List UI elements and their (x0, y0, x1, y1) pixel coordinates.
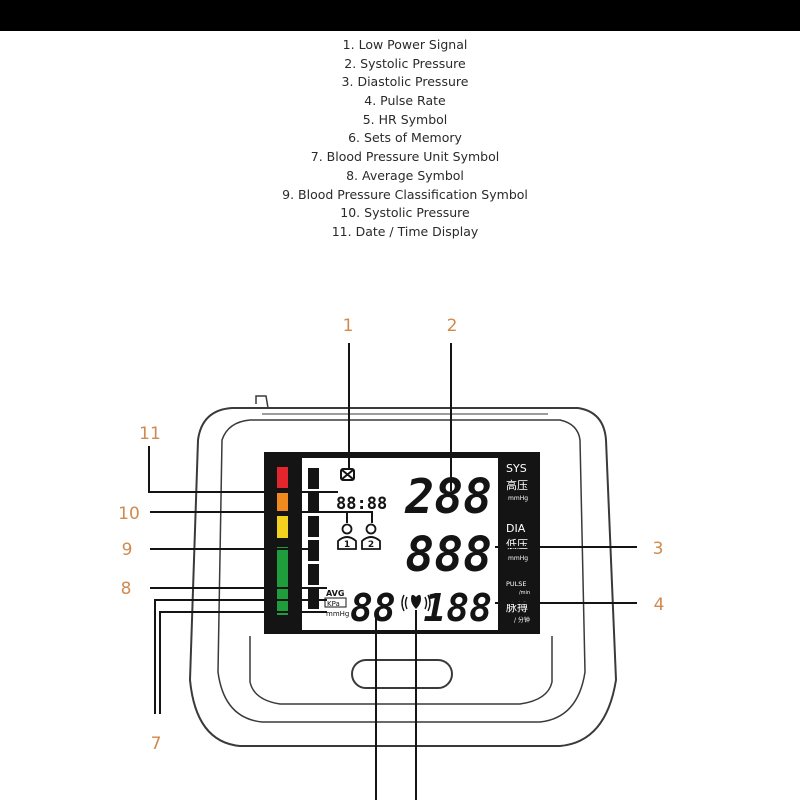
legend-item-11: 11. Date / Time Display (331, 223, 479, 239)
legend-list: 1. Low Power Signal 2. Systolic Pressure… (0, 36, 800, 242)
classification-segments (308, 468, 319, 609)
pulse-readout: 188 (423, 586, 492, 630)
user-memory-icon-2 (361, 523, 381, 550)
kpa-box (324, 597, 347, 608)
leader-lines (148, 343, 637, 800)
mmhg-symbol: mmHg (326, 610, 349, 618)
callout-8: 8 (121, 579, 132, 599)
sys-label-cn: 高压 (506, 478, 528, 492)
user-memory-icon-1 (337, 523, 357, 550)
callout-7: 7 (151, 734, 162, 754)
device-body (188, 395, 618, 747)
dia-label-cn: 低压 (506, 538, 528, 551)
sys-label: SYS (506, 462, 527, 475)
legend-item-5: 5. HR Symbol (362, 111, 448, 127)
kpa-symbol: KPa (327, 600, 340, 608)
legend-item-9: 9. Blood Pressure Classification Symbol (282, 186, 528, 202)
user-1-number: 1 (344, 540, 350, 550)
leader-line-7a (154, 599, 327, 714)
dia-label: DIA (506, 522, 526, 535)
low-battery-icon (340, 468, 355, 481)
callout-11: 11 (139, 424, 161, 444)
callout-10: 10 (118, 504, 140, 524)
callout-4: 4 (654, 595, 665, 615)
legend-item-4: 4. Pulse Rate (364, 93, 446, 109)
user-2-number: 2 (368, 540, 374, 550)
sys-unit: mmHg (508, 495, 528, 502)
classification-bar (277, 467, 288, 615)
memory-readout: 88 (350, 586, 396, 630)
legend-item-1: 1. Low Power Signal (342, 37, 468, 52)
pulse-label: PULSE (506, 580, 527, 588)
device-button (351, 659, 453, 689)
pulse-unit-cn: / 分钟 (514, 616, 530, 624)
callout-9: 9 (122, 540, 133, 560)
dia-unit: mmHg (508, 555, 528, 562)
leader-line-11 (148, 446, 338, 493)
leader-line-10 (150, 511, 373, 523)
top-black-bar (0, 0, 800, 31)
callout-3: 3 (653, 539, 664, 559)
heart-icon (401, 594, 431, 612)
pulse-sub: /min (519, 590, 530, 596)
diastolic-readout: 888 (405, 527, 492, 583)
legend-item-2: 2. Systolic Pressure (344, 55, 466, 71)
legend-item-7: 7. Blood Pressure Unit Symbol (310, 149, 500, 165)
legend-item-10: 10. Systolic Pressure (340, 205, 470, 221)
callout-1: 1 (343, 316, 354, 336)
legend-item-3: 3. Diastolic Pressure (341, 74, 469, 90)
legend-item-8: 8. Average Symbol (346, 167, 464, 183)
datetime-readout: 88:88 (336, 494, 387, 514)
avg-symbol: AVG (326, 589, 344, 598)
legend-item-6: 6. Sets of Memory (348, 130, 462, 146)
leader-line-7b (159, 611, 327, 714)
callout-2: 2 (447, 316, 458, 336)
lcd-screen (302, 458, 498, 630)
systolic-readout: 288 (404, 469, 492, 525)
